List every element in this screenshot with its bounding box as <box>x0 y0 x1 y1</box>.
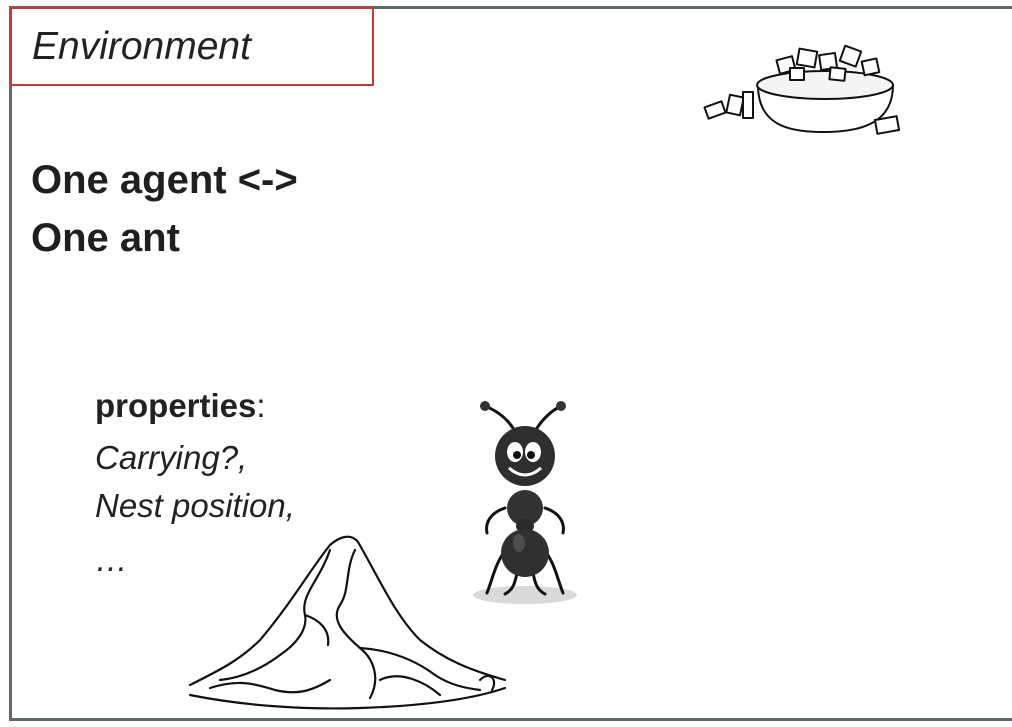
property-item: … <box>95 543 128 576</box>
slide-title: Environment <box>32 25 251 69</box>
ant-mascot-icon <box>465 398 585 608</box>
properties-heading: properties: <box>95 389 266 422</box>
food-bowl-icon <box>698 40 918 140</box>
property-item: Nest position, <box>95 489 295 522</box>
properties-label: properties <box>95 387 256 424</box>
ant-nest-sketch <box>180 520 510 720</box>
properties-colon: : <box>256 387 265 424</box>
property-item: Carrying?, <box>95 441 247 474</box>
heading-line-1: One agent <-> <box>31 160 298 200</box>
heading-line-2: One ant <box>31 218 180 258</box>
